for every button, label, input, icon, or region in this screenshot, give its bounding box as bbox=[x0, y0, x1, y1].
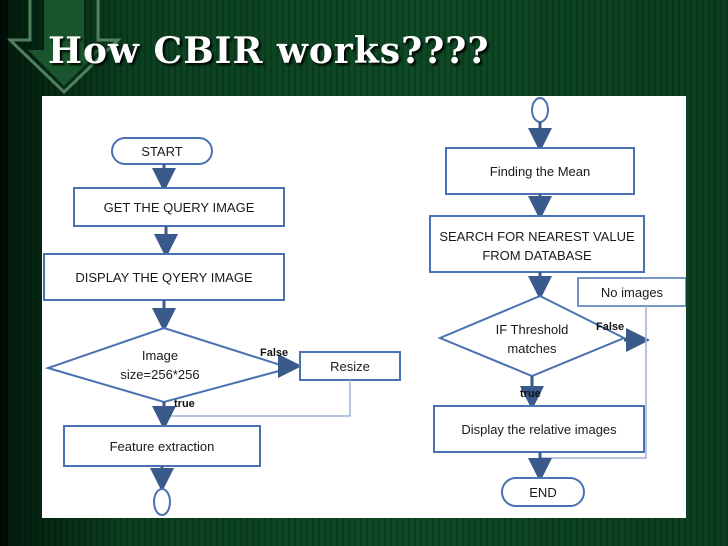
no-images-box bbox=[577, 277, 686, 307]
end-label: END bbox=[529, 485, 556, 500]
decision-line2: size=256*256 bbox=[120, 367, 199, 382]
false-label-left: False bbox=[260, 347, 288, 359]
no-images-label: No images bbox=[601, 285, 664, 300]
off-page-connector-left bbox=[153, 488, 171, 516]
display-relative-label: Display the relative images bbox=[461, 422, 617, 437]
search-line1: SEARCH FOR NEAREST VALUE bbox=[439, 229, 635, 244]
finding-mean-box bbox=[445, 147, 635, 195]
no-images-connector bbox=[540, 306, 647, 459]
resize-return-connector bbox=[166, 380, 351, 417]
get-query-box bbox=[73, 187, 285, 227]
start-label: START bbox=[141, 144, 182, 159]
end-terminator bbox=[501, 477, 585, 507]
threshold-line1: IF Threshold bbox=[496, 322, 569, 337]
true-label-left: true bbox=[174, 398, 195, 410]
flowchart-diagram: START GET THE QUERY IMAGE DISPLAY THE QY… bbox=[43, 97, 686, 516]
start-terminator bbox=[111, 137, 213, 165]
search-box bbox=[429, 215, 645, 273]
image-size-decision bbox=[44, 326, 294, 404]
search-line2: FROM DATABASE bbox=[482, 248, 592, 263]
flowchart-panel: START GET THE QUERY IMAGE DISPLAY THE QY… bbox=[42, 96, 686, 518]
feature-extraction-label: Feature extraction bbox=[110, 439, 215, 454]
feature-extraction-box bbox=[63, 425, 261, 467]
true-label-right: true bbox=[520, 388, 541, 400]
resize-label: Resize bbox=[330, 359, 370, 374]
get-query-label: GET THE QUERY IMAGE bbox=[104, 200, 255, 215]
decision-line1: Image bbox=[142, 348, 178, 363]
decorative-arrow-graphic bbox=[0, 0, 122, 546]
off-page-connector-right bbox=[531, 97, 549, 123]
resize-box bbox=[299, 351, 401, 381]
slide-title: How CBIR works???? bbox=[48, 30, 490, 72]
display-query-label: DISPLAY THE QYERY IMAGE bbox=[75, 270, 253, 285]
finding-mean-label: Finding the Mean bbox=[490, 164, 590, 179]
false-label-right: False bbox=[596, 321, 624, 333]
display-query-box bbox=[43, 253, 285, 301]
threshold-line2: matches bbox=[507, 341, 557, 356]
display-relative-box bbox=[433, 405, 645, 453]
